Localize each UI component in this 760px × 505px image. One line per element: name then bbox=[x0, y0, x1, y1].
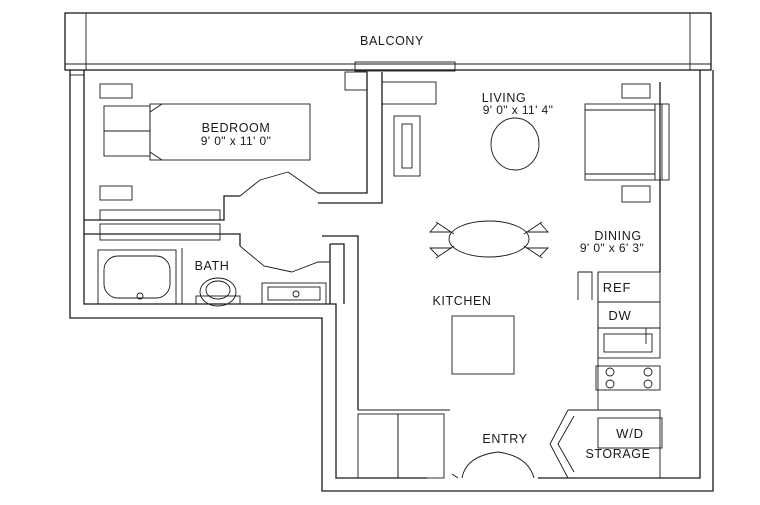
entry-door bbox=[451, 451, 535, 479]
bedroom-dimensions: 9' 0" x 11' 0" bbox=[201, 134, 272, 148]
living-label: LIVING bbox=[482, 91, 527, 105]
balcony-area bbox=[64, 12, 712, 72]
toilet bbox=[195, 277, 241, 307]
dining-label: DINING bbox=[594, 229, 641, 243]
kitchen-island bbox=[451, 315, 515, 375]
bedroom-label: BEDROOM bbox=[202, 121, 271, 135]
storage-label: STORAGE bbox=[585, 447, 650, 461]
dishwasher-label: DW bbox=[608, 308, 631, 323]
dining-table bbox=[428, 220, 550, 259]
kitchen-label: KITCHEN bbox=[432, 294, 491, 308]
refrigerator-label: REF bbox=[603, 280, 631, 295]
bathroom-vanity bbox=[261, 282, 327, 305]
bath-label: BATH bbox=[195, 259, 230, 273]
bedroom-closet-shelf bbox=[99, 209, 221, 241]
sofa bbox=[584, 103, 670, 181]
bed bbox=[103, 103, 311, 161]
washer-dryer bbox=[597, 417, 663, 449]
tv-console bbox=[393, 115, 421, 177]
dining-dimensions: 9' 0" x 6' 3" bbox=[580, 241, 644, 255]
bathtub bbox=[97, 249, 177, 305]
living-dimensions: 9' 0" x 11' 4" bbox=[483, 103, 554, 117]
interior-walls bbox=[84, 71, 661, 410]
washer-dryer-label: W/D bbox=[616, 426, 644, 441]
entry-label: ENTRY bbox=[482, 432, 527, 446]
entry-closet bbox=[357, 409, 450, 479]
kitchen-sink bbox=[597, 327, 661, 359]
balcony-label: BALCONY bbox=[360, 34, 424, 48]
storage-room bbox=[549, 409, 661, 479]
coffee-table bbox=[490, 117, 540, 171]
windows bbox=[99, 83, 651, 203]
stove bbox=[595, 365, 661, 391]
